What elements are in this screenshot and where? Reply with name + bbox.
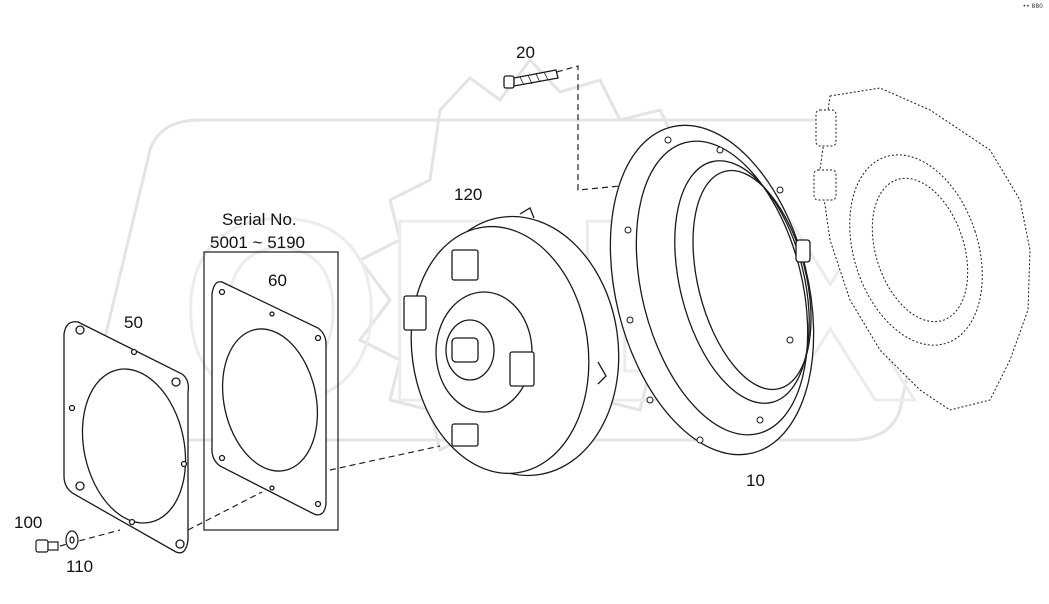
serial-frame <box>203 251 339 531</box>
bolt-part-20 <box>503 69 559 89</box>
label-part-110: 110 <box>66 557 94 576</box>
label-part-120: 120 <box>454 185 483 204</box>
corner-mark: •• 880 <box>1022 3 1043 10</box>
label-part-50: 50 <box>124 313 143 332</box>
cover-plate-part-50 <box>63 321 190 554</box>
serial-title: Serial No. <box>222 210 297 229</box>
washer-part-110 <box>65 530 79 550</box>
engine-flywheel-housing <box>813 87 1031 411</box>
label-part-100: 100 <box>14 513 43 532</box>
label-part-20: 20 <box>516 43 535 62</box>
serial-range: 5001 ~ 5190 <box>210 233 306 252</box>
housing-part-10 <box>609 124 815 456</box>
bolt-part-100 <box>35 539 59 553</box>
gasket-part-60 <box>211 281 327 516</box>
label-part-10: 10 <box>746 471 765 490</box>
torque-converter-part-120 <box>403 207 620 477</box>
label-part-60: 60 <box>268 271 287 290</box>
